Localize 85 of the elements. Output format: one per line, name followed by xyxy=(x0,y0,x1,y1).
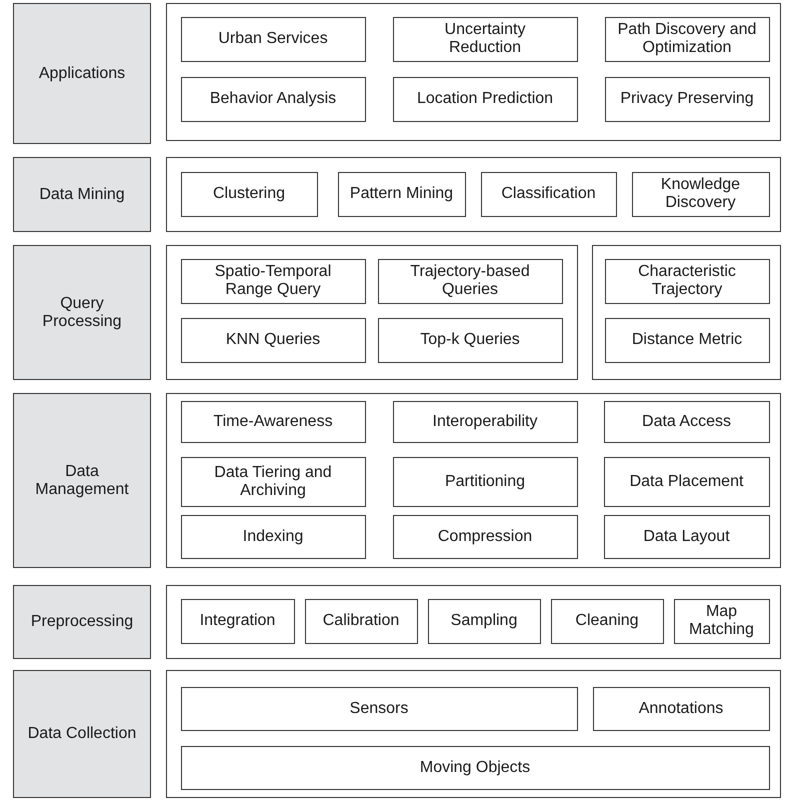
component-label: Annotations xyxy=(638,700,724,718)
component-box xyxy=(392,456,578,506)
layer-label-box xyxy=(13,585,151,659)
component-box xyxy=(480,172,616,216)
panel-background xyxy=(166,157,781,232)
component-label: Data Layout xyxy=(642,528,731,546)
component-box xyxy=(392,400,578,442)
layer-label: Applications xyxy=(38,64,126,82)
component-box xyxy=(592,686,770,730)
layer-label: Data Management xyxy=(34,462,130,498)
layer-label-box xyxy=(13,670,151,798)
component-box xyxy=(604,456,770,506)
layer-label-box xyxy=(13,245,151,380)
panel-background xyxy=(592,245,781,380)
component-box xyxy=(392,76,578,122)
component-box xyxy=(180,172,318,216)
component-box xyxy=(604,258,770,304)
component-label: Data Placement xyxy=(628,472,744,490)
component-box xyxy=(180,16,366,62)
panel-background xyxy=(166,585,781,659)
layer-label: Query Processing xyxy=(41,294,123,330)
component-box xyxy=(338,172,466,216)
component-box xyxy=(392,16,578,62)
component-label: Data Access xyxy=(641,412,732,430)
component-label: Moving Objects xyxy=(418,758,532,776)
component-box xyxy=(604,514,770,558)
component-label: Pattern Mining xyxy=(348,185,454,203)
component-box xyxy=(674,598,770,644)
panel-background xyxy=(166,670,781,798)
component-label: Cleaning xyxy=(574,612,640,630)
component-box xyxy=(378,258,562,304)
component-label: Map Matching xyxy=(688,603,755,639)
component-label: Clustering xyxy=(212,185,286,203)
component-box xyxy=(304,598,418,644)
component-box xyxy=(550,598,664,644)
component-label: Knowledge Discovery xyxy=(660,176,742,212)
component-label: Characteristic Trajectory xyxy=(637,263,737,299)
component-label: Time-Awareness xyxy=(212,412,334,430)
component-box xyxy=(604,16,770,62)
component-label: Classification xyxy=(500,185,597,203)
component-label: Top-k Queries xyxy=(419,331,521,349)
panel-background xyxy=(166,393,781,568)
component-label: Partitioning xyxy=(444,472,526,490)
component-box xyxy=(632,172,770,216)
component-label: Compression xyxy=(436,528,534,546)
component-box xyxy=(378,318,562,362)
component-box xyxy=(604,400,770,442)
component-box xyxy=(180,258,366,304)
component-box xyxy=(604,76,770,122)
panel-background xyxy=(166,3,781,141)
component-box xyxy=(180,76,366,122)
component-label: Integration xyxy=(198,612,276,630)
component-label: Location Prediction xyxy=(416,90,554,108)
component-label: Spatio-Temporal Range Query xyxy=(214,263,332,299)
component-box xyxy=(180,318,366,362)
component-label: Uncertainty Reduction xyxy=(444,21,526,57)
component-label: Indexing xyxy=(242,528,304,546)
component-box xyxy=(180,456,366,506)
component-label: Data Tiering and Archiving xyxy=(213,464,333,500)
component-label: Trajectory-based Queries xyxy=(409,263,531,299)
component-label: Behavior Analysis xyxy=(208,90,338,108)
component-box xyxy=(180,598,294,644)
layer-label: Data Mining xyxy=(38,186,126,204)
component-label: Sampling xyxy=(450,612,518,630)
component-box xyxy=(180,686,578,730)
panel-background xyxy=(166,245,578,380)
component-box xyxy=(180,514,366,558)
component-label: Path Discovery and Optimization xyxy=(616,21,758,57)
layer-label-box xyxy=(13,393,151,568)
component-box xyxy=(392,514,578,558)
component-box xyxy=(180,746,770,790)
layer-label-box xyxy=(13,3,151,144)
component-label: KNN Queries xyxy=(224,331,322,349)
component-label: Distance Metric xyxy=(630,331,744,349)
component-label: Urban Services xyxy=(217,30,329,48)
component-label: Sensors xyxy=(348,700,410,718)
layer-label: Data Collection xyxy=(26,725,138,743)
component-box xyxy=(604,318,770,362)
layer-label-box xyxy=(13,157,151,232)
component-label: Calibration xyxy=(322,612,400,630)
component-box xyxy=(428,598,540,644)
component-box xyxy=(180,400,366,442)
layer-label: Preprocessing xyxy=(30,613,134,631)
component-label: Interoperability xyxy=(432,412,538,430)
component-label: Privacy Preserving xyxy=(619,90,755,108)
